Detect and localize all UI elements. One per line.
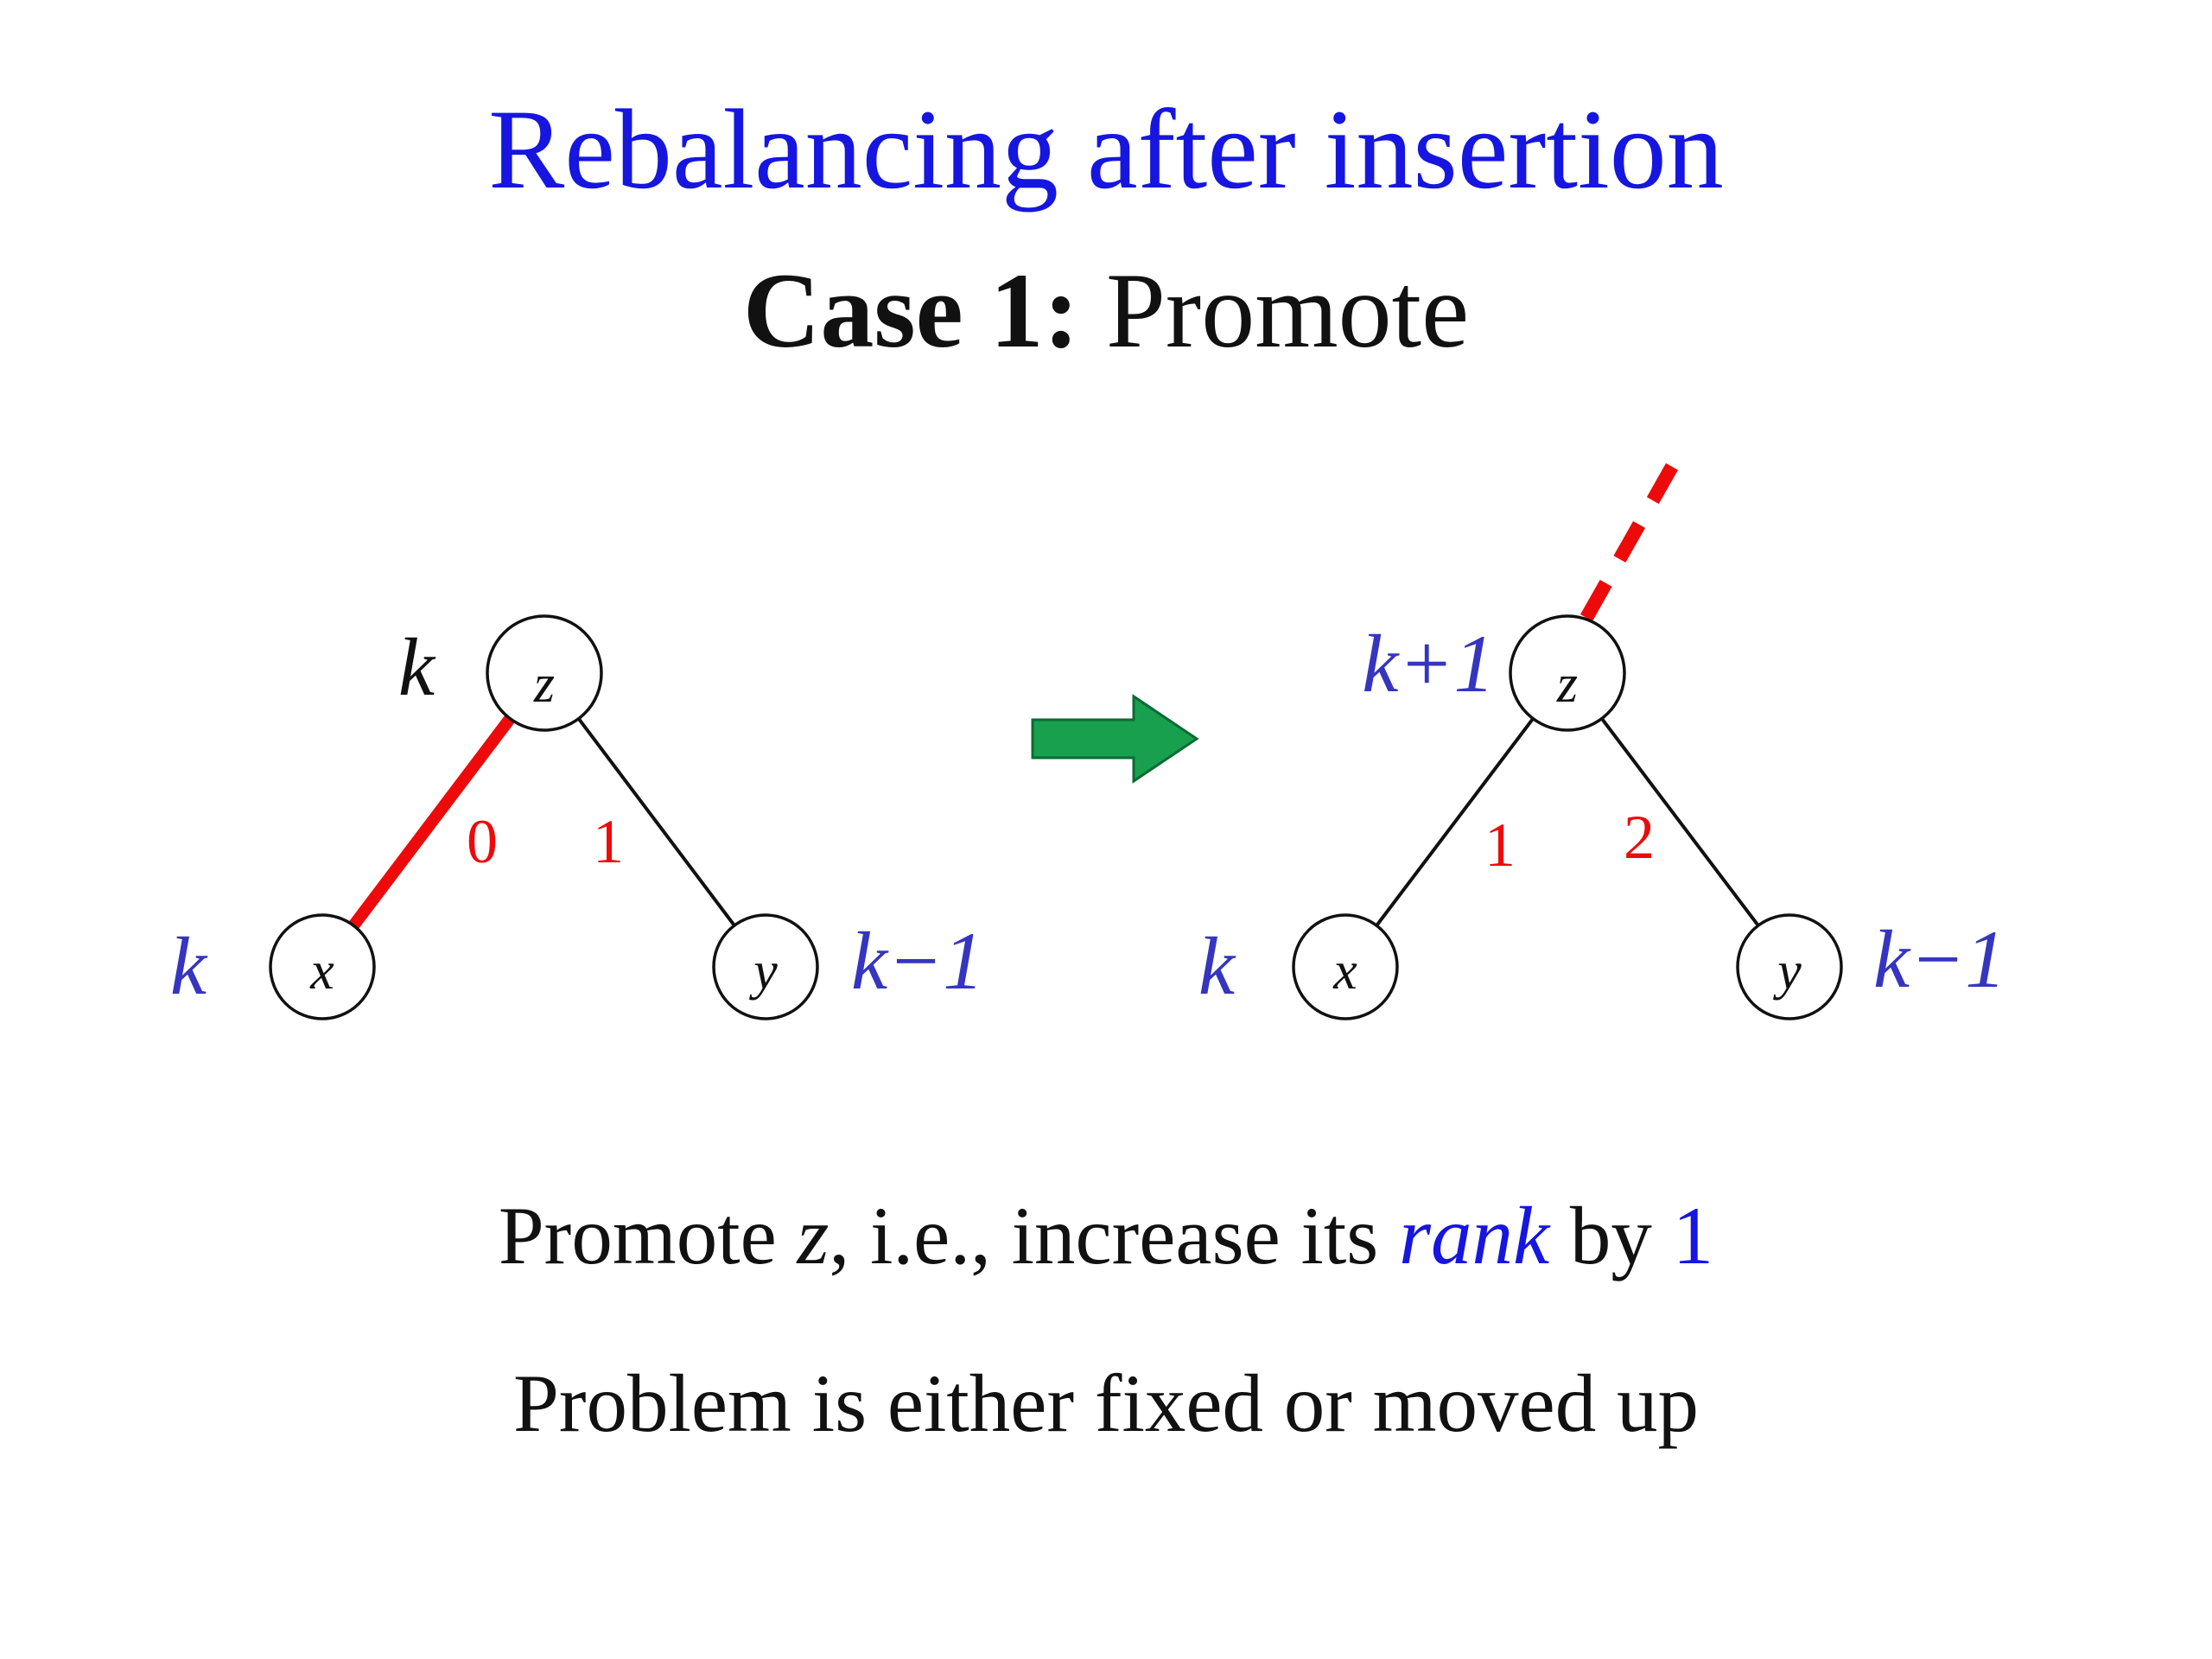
left-tree-left-edge-diff: 0 bbox=[467, 807, 498, 876]
left-tree-y-rank: k−1 bbox=[851, 915, 984, 1007]
tree-diagram: z x y k k k−1 0 1 z x y bbox=[170, 463, 2006, 1020]
right-tree-node-z bbox=[1509, 614, 1626, 732]
right-tree-node-x bbox=[1292, 913, 1399, 1020]
caption-seg-z: z bbox=[797, 1190, 830, 1281]
right-tree-root-rank: k+1 bbox=[1362, 618, 1495, 709]
right-tree-node-z-label: z bbox=[1556, 655, 1578, 714]
left-tree-node-x bbox=[269, 913, 376, 1020]
caption-seg: , i.e., increase its bbox=[829, 1190, 1399, 1281]
right-tree-parent-edge-dashed bbox=[1580, 463, 1678, 621]
left-tree-node-x-label: x bbox=[309, 942, 334, 1001]
left-tree-x-rank: k bbox=[170, 920, 208, 1012]
left-tree-node-y bbox=[712, 913, 819, 1020]
right-tree-right-edge-diff: 2 bbox=[1624, 803, 1655, 872]
right-tree-node-y-label: y bbox=[1772, 942, 1802, 1001]
page-title: Rebalancing after insertion bbox=[488, 86, 1724, 213]
right-tree-left-edge bbox=[1344, 671, 1569, 969]
subtitle: Case 1: Promote bbox=[0, 251, 2212, 370]
caption-promote: Promote z, i.e., increase its rank by 1 bbox=[0, 1191, 2212, 1281]
left-tree-node-z-label: z bbox=[533, 655, 555, 714]
left-tree-right-edge-diff: 1 bbox=[593, 807, 624, 876]
subtitle-case-label: Case 1: bbox=[742, 251, 1079, 370]
left-tree-root-rank: k bbox=[398, 621, 436, 713]
caption-seg-one: 1 bbox=[1672, 1190, 1714, 1281]
left-tree-violating-edge bbox=[316, 667, 550, 973]
right-tree-node-x-label: x bbox=[1332, 942, 1357, 1001]
left-tree-node-y-label: y bbox=[748, 942, 778, 1001]
caption-seg: Promote bbox=[498, 1190, 798, 1281]
right-tree-right-edge bbox=[1566, 671, 1791, 969]
caption-problem: Problem is either fixed or moved up bbox=[513, 1357, 1699, 1449]
right-tree: z x y k+1 k k−1 1 2 bbox=[1198, 463, 2006, 1020]
left-tree-right-edge bbox=[543, 671, 767, 969]
left-tree: z x y k k k−1 0 1 bbox=[170, 614, 984, 1020]
left-tree-node-z bbox=[486, 614, 603, 732]
caption-seg-rank: rank bbox=[1399, 1190, 1550, 1281]
subtitle-case-text: Promote bbox=[1078, 251, 1470, 370]
right-tree-y-rank: k−1 bbox=[1873, 913, 2006, 1005]
right-tree-node-y bbox=[1736, 913, 1843, 1020]
right-arrow-icon bbox=[1031, 694, 1199, 784]
right-tree-left-edge-diff: 1 bbox=[1484, 810, 1516, 880]
right-tree-x-rank: k bbox=[1198, 920, 1236, 1012]
caption-seg: by bbox=[1549, 1190, 1673, 1281]
